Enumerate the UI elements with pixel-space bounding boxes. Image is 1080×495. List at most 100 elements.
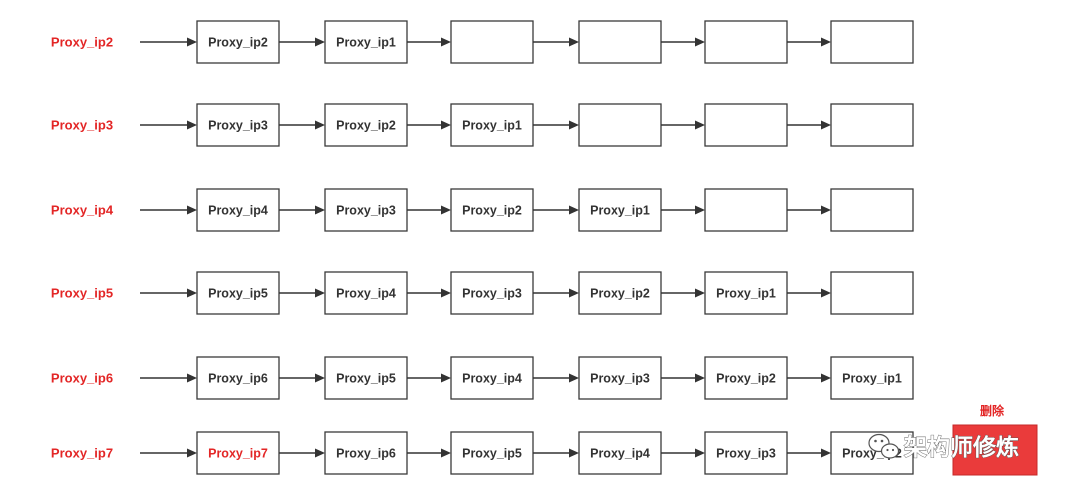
list-node-label: Proxy_ip4 [208,204,268,218]
row-label: Proxy_ip4 [51,203,114,218]
link-arrow [533,120,579,130]
link-arrow [787,37,831,47]
list-node-label: Proxy_ip1 [590,204,650,218]
list-node: Proxy_ip1 [704,271,788,315]
link-arrow [661,205,705,215]
list-node-label: Proxy_ip7 [208,447,268,461]
list-node: Proxy_ip2 [578,271,662,315]
list-node: Proxy_ip5 [324,356,408,400]
link-arrow [661,37,705,47]
list-node: Proxy_ip5 [196,271,280,315]
list-node: Proxy_ip1 [324,20,408,64]
list-node-label: Proxy_ip3 [208,119,268,133]
list-row: Proxy_ip2 Proxy_ip2 Proxy_ip1 [51,20,914,64]
link-arrow [661,288,705,298]
list-row: Proxy_ip4 Proxy_ip4 Proxy_ip3 Proxy_ip2 Prox… [51,188,914,232]
list-node-label: Proxy_ip1 [462,119,522,133]
list-node: Proxy_ip5 [450,431,534,475]
entry-arrow [140,373,197,383]
list-node: Proxy_ip6 [324,431,408,475]
link-arrow [279,288,325,298]
wechat-icon [868,433,900,459]
list-node [830,271,914,315]
list-node: Proxy_ip3 [450,271,534,315]
list-node: Proxy_ip3 [578,356,662,400]
list-node-label: Proxy_ip5 [208,287,268,301]
list-node: Proxy_ip1 [578,188,662,232]
list-row: Proxy_ip3 Proxy_ip3 Proxy_ip2 Proxy_ip1 [51,103,914,147]
list-node-label: Proxy_ip5 [336,372,396,386]
list-node-label: Proxy_ip2 [336,119,396,133]
row-label: Proxy_ip5 [51,286,113,301]
list-node-label: Proxy_ip1 [842,372,902,386]
link-arrow [533,373,579,383]
link-arrow [279,448,325,458]
link-arrow [279,205,325,215]
link-arrow [279,37,325,47]
list-node: Proxy_ip4 [578,431,662,475]
list-node: Proxy_ip3 [324,188,408,232]
list-node [830,188,914,232]
list-node: Proxy_ip4 [450,356,534,400]
list-node: Proxy_ip2 [450,188,534,232]
list-node-label: Proxy_ip2 [462,204,522,218]
list-node-label: Proxy_ip6 [336,447,396,461]
list-node: Proxy_ip4 [324,271,408,315]
row-label: Proxy_ip3 [51,118,113,133]
delete-label: 删除 [980,403,1005,418]
list-node [704,103,788,147]
list-node [830,103,914,147]
list-node: Proxy_ip2 [704,356,788,400]
list-node-label: Proxy_ip5 [462,447,522,461]
link-arrow [661,120,705,130]
list-node-label: Proxy_ip4 [336,287,396,301]
watermark: 架构师修炼 [868,433,1019,460]
list-node: Proxy_ip4 [196,188,280,232]
link-arrow [407,120,451,130]
entry-arrow [140,37,197,47]
row-label: Proxy_ip6 [51,371,113,386]
list-node [578,20,662,64]
link-arrow [279,373,325,383]
link-arrow [661,448,705,458]
list-node-label: Proxy_ip4 [590,447,650,461]
row-label: Proxy_ip7 [51,446,113,461]
list-node-label: Proxy_ip2 [716,372,776,386]
link-arrow [533,205,579,215]
link-arrow [533,448,579,458]
list-node-label: Proxy_ip1 [716,287,776,301]
link-arrow [787,448,831,458]
link-arrow [533,288,579,298]
list-node [704,188,788,232]
link-arrow [407,373,451,383]
list-row: Proxy_ip6 Proxy_ip6 Proxy_ip5 Proxy_ip4 Prox… [51,356,914,400]
list-node-label: Proxy_ip3 [716,447,776,461]
delete-box [952,424,1038,476]
list-row: Proxy_ip7 Proxy_ip7 Proxy_ip6 Proxy_ip5 Prox… [51,431,914,475]
list-node: Proxy_ip2 [324,103,408,147]
list-node-label: Proxy_ip2 [208,36,268,50]
list-node: Proxy_ip1 [450,103,534,147]
list-node [704,20,788,64]
link-arrow [787,288,831,298]
link-arrow [407,205,451,215]
link-arrow [787,205,831,215]
list-node-label: Proxy_ip4 [462,372,522,386]
link-arrow [407,448,451,458]
entry-arrow [140,205,197,215]
link-arrow [533,37,579,47]
link-arrow [279,120,325,130]
row-label: Proxy_ip2 [51,35,113,50]
list-node: Proxy_ip3 [196,103,280,147]
list-node-label: Proxy_ip6 [208,372,268,386]
list-node: Proxy_ip2 [196,20,280,64]
list-node [578,103,662,147]
list-node: Proxy_ip3 [704,431,788,475]
list-node-label: Proxy_ip2 [590,287,650,301]
list-node: Proxy_ip1 [830,356,914,400]
link-arrow [787,373,831,383]
list-node-label: Proxy_ip3 [336,204,396,218]
watermark-text: 架构师修炼 [904,434,1019,460]
entry-arrow [140,288,197,298]
